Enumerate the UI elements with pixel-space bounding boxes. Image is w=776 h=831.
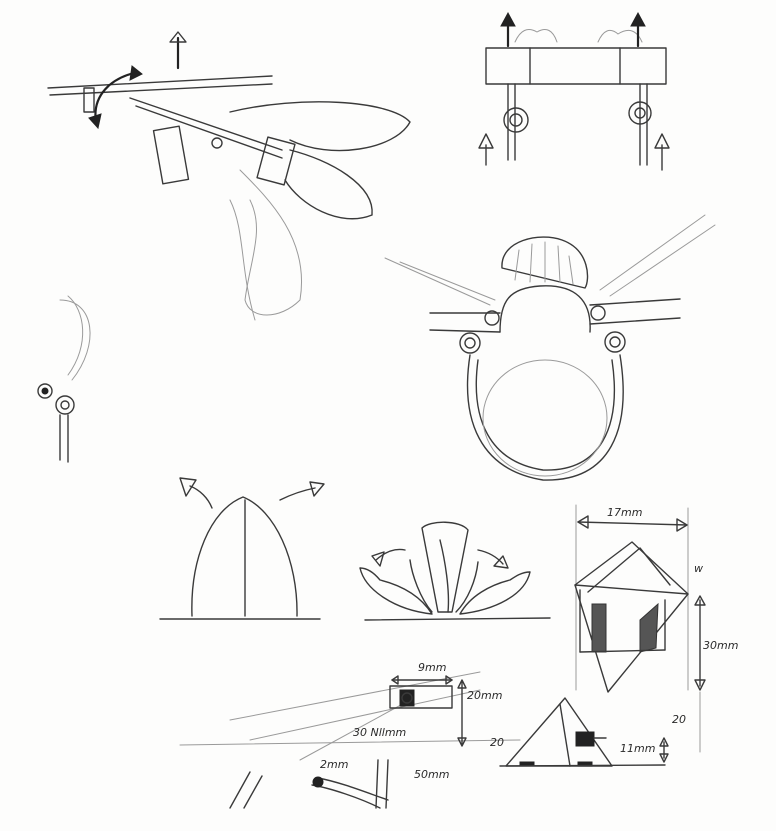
base-height-label: 11mm xyxy=(620,742,656,755)
base-label: 20 xyxy=(490,736,504,749)
top-marker: w xyxy=(694,562,703,575)
pin-length-label: 30 Nllmm xyxy=(353,726,407,739)
width-label: 17mm xyxy=(607,506,643,519)
ring-bar-sketch xyxy=(478,11,670,171)
pin-width-label: 9mm xyxy=(418,661,447,674)
height-label: 30mm xyxy=(703,639,739,652)
stem-label: 2mm xyxy=(320,758,349,771)
opening-arch-sketch xyxy=(159,477,325,620)
side-marker: 20 xyxy=(672,713,686,726)
stem-length-label: 50mm xyxy=(414,768,450,781)
pin-height-label: 20mm xyxy=(467,689,503,702)
clip-loop-sketch xyxy=(37,295,91,463)
ring-dome-sketch xyxy=(384,214,716,481)
lever-hinge-sketch xyxy=(47,31,411,321)
petal-bloom-sketch xyxy=(359,521,551,621)
pin-base-sketch xyxy=(179,671,701,809)
dimensioned-lantern-sketch xyxy=(574,504,706,693)
